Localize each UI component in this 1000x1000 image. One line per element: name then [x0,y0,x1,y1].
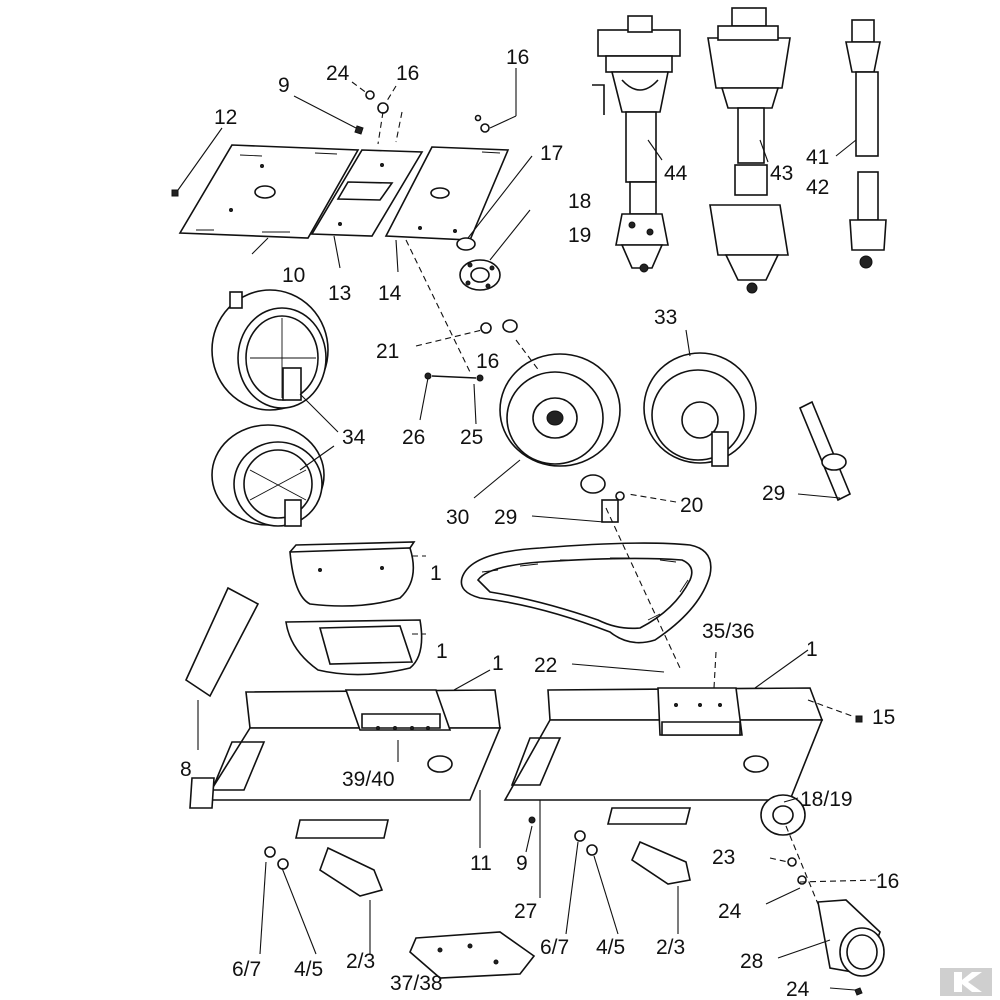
leader-lines [177,68,877,991]
washer-16-top [377,102,389,114]
nut-6-7-left [264,846,276,858]
label-29-right: 29 [762,482,785,505]
nut-4-5-left [277,858,289,870]
label-12: 12 [214,106,237,129]
label-24-bottom: 24 [786,978,810,1000]
label-13: 13 [328,282,351,305]
washer-16-mid [502,319,518,333]
label-35-36: 35/36 [702,620,755,643]
nut-6-7-right [574,830,586,842]
label-10: 10 [282,264,305,287]
flange-bearing-18-19-lower [760,794,806,836]
wheel-34-upper [211,289,329,411]
nut-16-right [480,123,490,133]
label-24-mid: 24 [718,900,742,923]
label-28: 28 [740,950,763,973]
label-20: 20 [680,494,703,517]
screw-12 [171,189,179,197]
nut-16-right-b [474,114,482,122]
pulley-33 [643,352,757,467]
blade-carrier-right [606,807,692,885]
label-37-38: 37/38 [390,972,443,995]
label-23: 23 [712,846,735,869]
bolt-25-26 [424,372,484,382]
label-1-cover-upper: 1 [430,562,442,585]
bell-housing-28 [817,899,885,977]
deck-right [503,687,824,801]
label-16-top-right: 16 [506,46,529,69]
pulley-30 [499,353,625,523]
label-21: 21 [376,340,399,363]
wheel-34-lower [211,424,325,527]
label-18: 18 [568,190,591,213]
flange-bearing-18-19 [459,259,501,291]
driveshaft-41-42 [845,19,887,269]
label-14: 14 [378,282,402,305]
label-41: 41 [806,146,829,169]
label-15: 15 [872,706,895,729]
label-29-left: 29 [494,506,517,529]
label-18-19: 18/19 [800,788,853,811]
label-2-3-left: 2/3 [346,950,375,973]
nut-21 [480,322,492,334]
part-labels: 12 9 24 16 16 17 18 19 10 13 14 44 43 41… [180,46,899,1000]
label-1-deck-right: 1 [806,638,818,661]
label-1-deck-left: 1 [492,652,504,675]
screw-24-top [365,90,375,100]
label-33: 33 [654,306,677,329]
bolt-9-top [354,125,364,135]
label-30: 30 [446,506,469,529]
driveshaft-43 [707,7,791,294]
screw-15 [855,715,863,723]
blade-37-38 [409,931,536,979]
blade-carrier-left [295,819,389,897]
label-2-3-right: 2/3 [656,936,685,959]
label-1-cover-lower: 1 [436,640,448,663]
label-16-top-left: 16 [396,62,419,85]
label-26: 26 [402,426,425,449]
shaft-29-right [798,400,852,502]
label-43: 43 [770,162,793,185]
label-17: 17 [540,142,563,165]
label-44: 44 [664,162,688,185]
cover-1-lower [285,619,423,676]
screw-24-lower [854,987,863,996]
label-39-40: 39/40 [342,768,395,791]
belt-35-36 [460,542,712,644]
nut-4-5-right [586,844,598,856]
label-9-bottom: 9 [516,852,528,875]
plate-10 [178,144,360,239]
label-22: 22 [534,654,557,677]
ring-17 [456,237,476,251]
label-4-5-right: 4/5 [596,936,625,959]
label-16-mid: 16 [476,350,499,373]
cover-1-upper [289,541,416,607]
label-8: 8 [180,758,192,781]
bolt-9-bottom [528,816,536,824]
label-24-top: 24 [326,62,350,85]
label-9-top: 9 [278,74,290,97]
label-4-5-left: 4/5 [294,958,323,981]
plate-13 [310,149,424,237]
label-27: 27 [514,900,537,923]
blade-8 [184,586,260,698]
label-34: 34 [342,426,366,449]
deck-left [189,689,502,809]
washer-23 [787,857,797,867]
driveshaft-44 [592,15,681,273]
brand-logo-icon [940,968,992,996]
washer-16-lower [797,875,807,885]
label-19: 19 [568,224,591,247]
label-25: 25 [460,426,483,449]
label-11: 11 [470,852,492,875]
label-16-lower: 16 [876,870,899,893]
label-42: 42 [806,176,829,199]
label-6-7-right: 6/7 [540,936,569,959]
label-6-7-left: 6/7 [232,958,261,981]
